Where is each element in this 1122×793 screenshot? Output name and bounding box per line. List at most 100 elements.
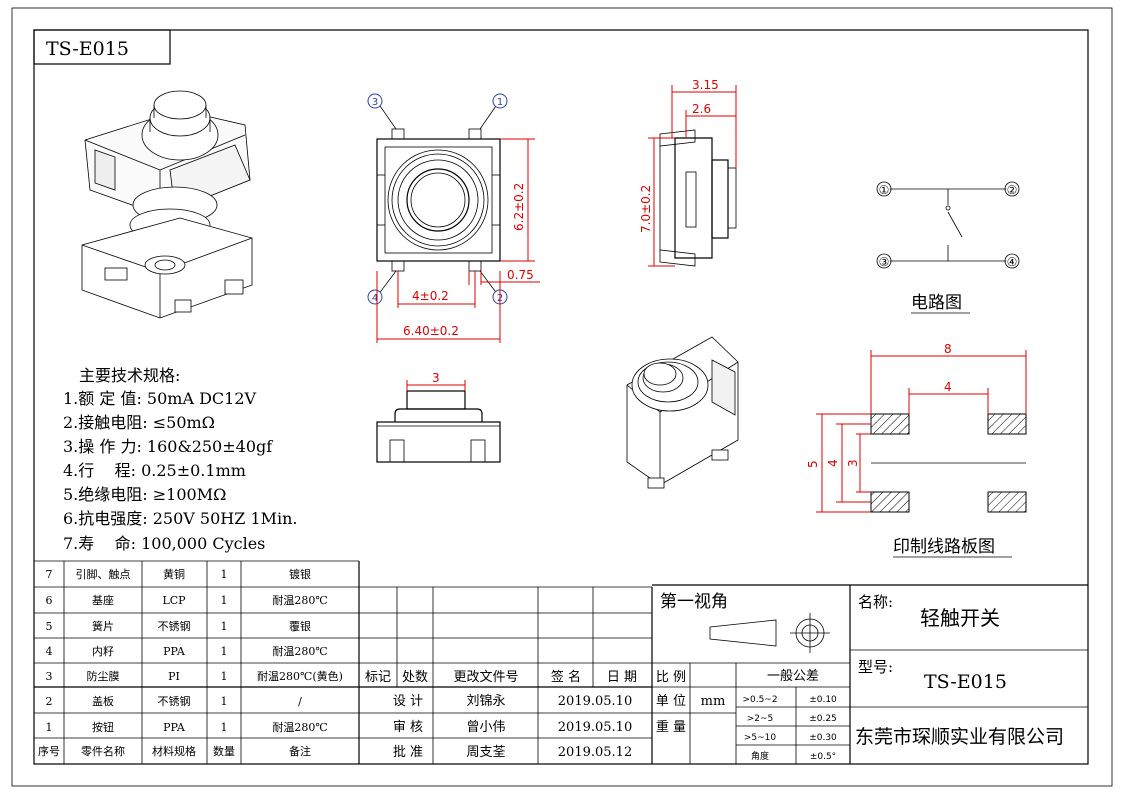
pcb-pad bbox=[987, 413, 1027, 435]
spec-line: 1.额 定 值: 50mA DC12V bbox=[63, 389, 257, 408]
sign-cell: 2019.05.10 bbox=[558, 694, 632, 709]
title-box bbox=[33, 29, 171, 65]
model-value: TS-E015 bbox=[924, 671, 1007, 693]
side-view: 3.15 2.6 7.0±0.2 bbox=[639, 78, 737, 267]
pin-callout-text: 3 bbox=[372, 97, 378, 108]
sign-cell: 2019.05.10 bbox=[558, 720, 632, 735]
spec-block: 主要技术规格: 1.额 定 值: 50mA DC12V 2.接触电阻: ≤50m… bbox=[63, 366, 298, 553]
bom-cell: 引脚、触点 bbox=[76, 567, 131, 581]
bom-cell: 1 bbox=[221, 645, 228, 658]
bom-cell: 耐温280℃ bbox=[272, 721, 327, 734]
bom-cell: 1 bbox=[221, 620, 228, 633]
bom-rows: 7 引脚、触点 黄铜 1 镀银 6 基座 LCP 1 耐温280℃ 5 簧片不锈钢 1 覆银 4 内籽 PPA 1… bbox=[38, 567, 343, 758]
iso-view-assembled bbox=[626, 336, 739, 489]
spec-line: 3.操 作 力: 160&250±40gf bbox=[63, 437, 273, 456]
rev-header: 签 名 bbox=[551, 669, 581, 685]
bom-header-cell: 材料规格 bbox=[152, 744, 196, 758]
dim-pitch: 4±0.2 bbox=[397, 271, 476, 308]
pin-tab bbox=[391, 260, 405, 272]
spec-line: 6.抗电强度: 250V 50HZ 1Min. bbox=[63, 509, 298, 528]
bom-cell: LCP bbox=[162, 594, 186, 607]
front-view: 3 bbox=[376, 371, 501, 463]
dim-text: 6.2±0.2 bbox=[512, 183, 526, 231]
bom-cell: 1 bbox=[221, 721, 228, 734]
bom-header-cell: 零件名称 bbox=[81, 744, 125, 758]
pcb-pad bbox=[870, 413, 910, 435]
pcb-pad bbox=[987, 491, 1027, 513]
rev-header: 日 期 bbox=[607, 670, 637, 685]
bom-header-cell: 备注 bbox=[289, 744, 311, 758]
bom-cell: 基座 bbox=[92, 593, 114, 607]
sign-cell: 设 计 bbox=[393, 694, 423, 709]
bom-cell: 7 bbox=[46, 568, 53, 581]
pin-callout-text: 4 bbox=[372, 293, 378, 304]
dim-text: 8 bbox=[944, 342, 952, 356]
revision-table: 标记 处数 更改文件号 签 名 日 期 bbox=[359, 586, 653, 764]
projection-cone bbox=[709, 619, 777, 647]
bom-cell: 3 bbox=[46, 670, 53, 683]
bom-cell: 黄铜 bbox=[163, 567, 185, 581]
pin-callout-text: 1 bbox=[497, 97, 503, 108]
sign-cell: 2019.05.12 bbox=[558, 745, 632, 760]
company-name: 东莞市琛顺实业有限公司 bbox=[855, 726, 1064, 748]
bom-cell: PI bbox=[168, 670, 180, 683]
dim-text: 4±0.2 bbox=[412, 289, 449, 303]
circuit-label: 电路图 bbox=[911, 293, 962, 313]
bom-cell: 1 bbox=[221, 594, 228, 607]
dim-pcb-height: 5 4 3 bbox=[806, 413, 871, 513]
dim-text: 3.15 bbox=[692, 78, 719, 92]
bom-cell: 按钮 bbox=[92, 720, 114, 734]
sign-cell: 曾小伟 bbox=[466, 720, 505, 735]
dim-side-height: 7.0±0.2 bbox=[639, 137, 675, 267]
top-view-body bbox=[376, 138, 501, 262]
name-value: 轻触开关 bbox=[920, 606, 1000, 630]
projection-label: 第一视角 bbox=[660, 592, 728, 612]
dim-body-height: 6.2±0.2 bbox=[500, 138, 535, 262]
dim-pin-width: 0.75 bbox=[468, 268, 540, 285]
bom-cell: 1 bbox=[221, 568, 228, 581]
dim-text: 4 bbox=[944, 380, 952, 394]
sign-cell: 批 准 bbox=[393, 745, 423, 760]
bom-cell: 内籽 bbox=[92, 644, 114, 658]
rev-header: 更改文件号 bbox=[453, 670, 518, 685]
outer-frame bbox=[11, 7, 1113, 787]
dim-pcb-width: 8 4 bbox=[870, 342, 1027, 414]
pin-tab bbox=[468, 260, 482, 272]
rev-header: 处数 bbox=[402, 670, 428, 685]
sign-cell: 周支荃 bbox=[466, 745, 505, 760]
ratio-label: 比 例 bbox=[656, 670, 686, 685]
bom-cell: 耐温280℃ bbox=[272, 594, 327, 607]
bom-cell: 簧片 bbox=[92, 619, 114, 633]
spec-line: 5.绝缘电阻: ≥100MΩ bbox=[63, 485, 226, 504]
iso-view-exploded bbox=[81, 90, 253, 319]
top-view: 3 1 4 2 6.2±0.2 0.75 4±0.2 bbox=[367, 93, 540, 343]
bom-cell: PPA bbox=[163, 645, 186, 658]
bom-cell: 5 bbox=[46, 620, 53, 633]
spec-line: 2.接触电阻: ≤50mΩ bbox=[63, 413, 215, 432]
name-label: 名称: bbox=[858, 593, 893, 611]
bom-cell: 不锈钢 bbox=[158, 695, 191, 708]
pin-label: ④ bbox=[1007, 255, 1018, 269]
weight-label: 重 量 bbox=[656, 719, 686, 735]
sign-cell: 刘锦永 bbox=[466, 694, 505, 709]
inner-frame bbox=[33, 29, 1089, 765]
bom-cell: 6 bbox=[46, 594, 53, 607]
pcb-label: 印制线路板图 bbox=[893, 537, 995, 557]
spec-title: 主要技术规格: bbox=[79, 366, 180, 385]
bom-cell: 4 bbox=[46, 645, 53, 658]
pin-label: ② bbox=[1007, 183, 1018, 197]
bom-header-cell: 序号 bbox=[38, 744, 60, 758]
dim-text: 6.40±0.2 bbox=[403, 324, 459, 338]
dim-cap-width: 3 bbox=[406, 371, 466, 391]
projection-block: 第一视角 比 例 单 位 mm 重 量 一般公差 bbox=[652, 584, 1088, 764]
tolerance-value: ±0.30 bbox=[809, 733, 837, 743]
bom-table bbox=[34, 560, 360, 764]
tolerance-range: >5~10 bbox=[744, 733, 777, 743]
bom-cell: 1 bbox=[221, 695, 228, 708]
bom-cell: 覆银 bbox=[289, 619, 311, 633]
tolerance-range: >2~5 bbox=[747, 714, 774, 724]
tolerance-range: >0.5~2 bbox=[742, 695, 777, 705]
bom-cell: 镀银 bbox=[289, 567, 311, 581]
tolerance-range: 角度 bbox=[751, 750, 769, 762]
dim-top-width: 3.15 2.6 bbox=[671, 78, 737, 168]
